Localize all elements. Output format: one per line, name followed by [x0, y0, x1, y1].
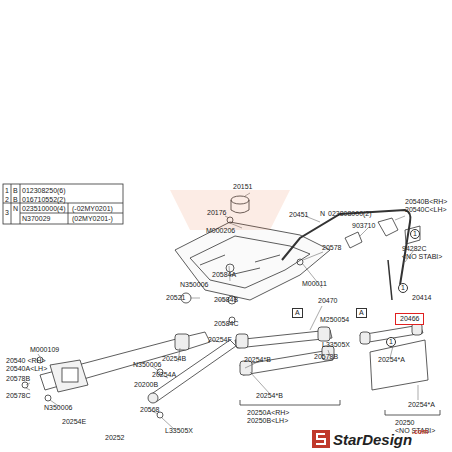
part-number: 20568 [140, 406, 159, 414]
part-number: (-02MY0201) [72, 205, 113, 213]
highlight-box: 20466 [395, 313, 424, 325]
part-number: 94282C [402, 245, 427, 253]
part-number: 20451 [289, 211, 308, 219]
node-text: A [359, 309, 364, 316]
part-number: 012308250(6) [22, 187, 66, 195]
part-number: 20254*B [244, 356, 271, 364]
callout-circle: 1 [398, 283, 408, 293]
part-number: M250054 [320, 316, 349, 324]
node-text: A [295, 309, 300, 316]
part-number: N350006 [44, 404, 72, 412]
part-number: 016710552(2) [22, 196, 66, 204]
part-number: 20254E [62, 418, 86, 426]
logo-text: .com [412, 428, 428, 436]
part-number: 20578C [6, 392, 31, 400]
part-number: L33505X [165, 427, 193, 435]
logo-s [316, 434, 325, 444]
part-number: 20540 <RH> [6, 357, 46, 365]
reference-box: A [292, 308, 303, 318]
part-number: 20414 [412, 294, 431, 302]
callout-circle: 1 [410, 229, 420, 239]
part-number: 2 [5, 196, 9, 204]
part-number: L33505X [322, 341, 350, 349]
part-number: (02MY0201-) [72, 215, 113, 223]
part-number: B [13, 187, 18, 195]
node-text: 1 [413, 230, 417, 237]
part-number: 20250 [395, 419, 414, 427]
part-number: M000109 [30, 346, 59, 354]
part-number: 20254*A [378, 356, 405, 364]
node-text: 20466 [400, 315, 419, 322]
logo-square [312, 430, 330, 448]
node-text: 1 [389, 338, 393, 345]
part-number: N370029 [22, 215, 50, 223]
part-number: 20584A [212, 271, 236, 279]
part-number: 20540C<LH> [405, 206, 447, 214]
part-number: 20200B [134, 381, 158, 389]
part-number: 20521 [166, 294, 185, 302]
part-number: 20578B [6, 375, 30, 383]
part-number: 903710 [352, 222, 375, 230]
callout-circle: 1 [386, 337, 396, 347]
part-number: 3 [5, 209, 9, 217]
part-number: 20578B [314, 353, 338, 361]
part-number: 20578 [322, 244, 341, 252]
part-number: 20151 [233, 183, 252, 191]
part-number: 20470 [318, 297, 337, 305]
part-number: <NO STABI> [402, 253, 442, 261]
part-number: 20254A [152, 371, 176, 379]
part-number: 1 [5, 187, 9, 195]
part-number: 20584C [214, 320, 239, 328]
logo-text: StarDesign [333, 432, 412, 448]
part-outlines [3, 184, 440, 430]
part-number: 20540B<RH> [405, 198, 447, 206]
part-number: 20252 [105, 434, 124, 442]
part-number: 20250A<RH> [247, 409, 289, 417]
part-number: N [320, 210, 325, 218]
part-number: 20584B [214, 296, 238, 304]
part-number: 20254F [208, 336, 232, 344]
part-number: 20176 [207, 209, 226, 217]
part-number: 023808000(2) [328, 210, 372, 218]
part-number: 20254B [162, 355, 186, 363]
part-number: N350006 [133, 361, 161, 369]
node-text: 1 [401, 284, 405, 291]
watermark-mark [170, 190, 290, 230]
part-number: 023510000(4) [22, 205, 66, 213]
part-number: N [13, 205, 18, 213]
part-number: 20254*A [408, 401, 435, 409]
part-number: 20540A<LH> [6, 365, 47, 373]
part-number: 20254*B [256, 392, 283, 400]
part-number: N350006 [180, 281, 208, 289]
part-number: M000206 [206, 227, 235, 235]
part-number: 20250B<LH> [247, 417, 288, 425]
reference-box: A [356, 308, 367, 318]
part-number: M00011 [302, 280, 327, 288]
part-number: B [13, 196, 18, 204]
